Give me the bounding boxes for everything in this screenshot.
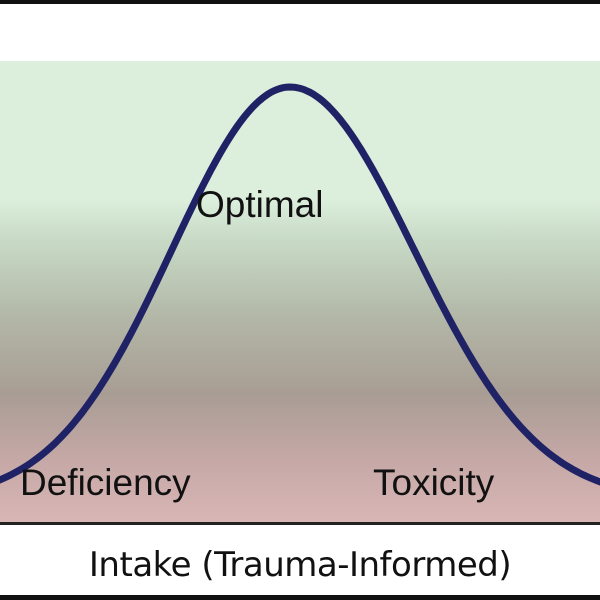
top-border [0, 0, 600, 4]
zone-gradient-background [0, 61, 600, 523]
bottom-border [0, 595, 600, 600]
toxicity-label: Toxicity [373, 462, 495, 503]
optimal-label: Optimal [196, 184, 324, 225]
axis-divider [0, 522, 600, 525]
x-axis-label: Intake (Trauma-Informed) [88, 545, 512, 585]
bell-curve [0, 83, 600, 486]
deficiency-label: Deficiency [20, 462, 191, 503]
